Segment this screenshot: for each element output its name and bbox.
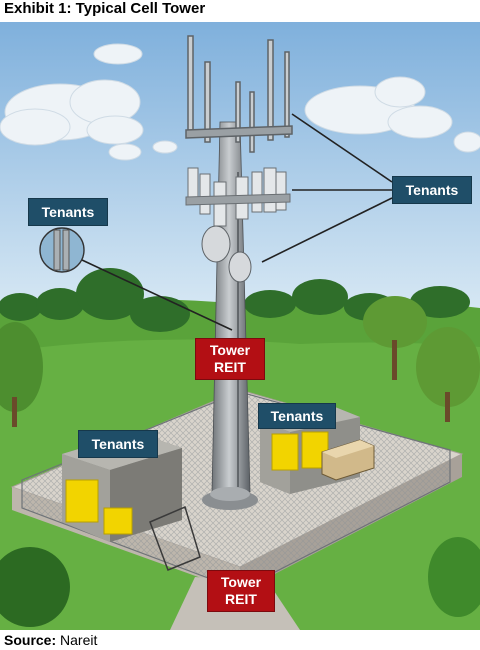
tower-reit-bottom-line1: Tower [220,574,262,590]
tenants-label-left: Tenants [28,198,108,226]
tower-reit-top-line1: Tower [209,342,251,358]
tower-reit-label-bottom: Tower REIT [207,570,275,612]
cloud-left [0,79,144,146]
generator-unit [321,439,375,481]
antenna-array-top [185,35,293,153]
tower-reit-label-top: Tower REIT [195,338,265,380]
cloud-small-mid [108,140,178,161]
zoom-inset-circle [39,227,85,273]
exhibit-title: Exhibit 1: Typical Cell Tower [4,0,206,17]
tenants-label-building-left: Tenants [78,430,158,458]
tower-reit-bottom-line2: REIT [225,591,257,607]
tenants-label-right: Tenants [392,176,472,204]
cloud-right [304,76,453,139]
tree-bottom-left [0,547,70,627]
tree-left-fg [0,322,43,412]
cloud-far-right [453,131,480,153]
tree-bottom-right [428,537,480,617]
tower-reit-top-line2: REIT [214,359,246,375]
callout-lines [81,113,393,331]
source-value: Nareit [60,632,98,648]
tenants-label-building-right: Tenants [258,403,336,429]
microwave-dishes [201,225,252,283]
tree-right-fg [363,296,480,407]
tree-line [0,268,470,332]
source-label: Source: [4,632,57,648]
antenna-panels-middle [185,167,291,227]
cloud-small-top [93,43,143,65]
source-note: Source: Nareit [4,632,97,648]
cell-tower-illustration [0,22,480,630]
